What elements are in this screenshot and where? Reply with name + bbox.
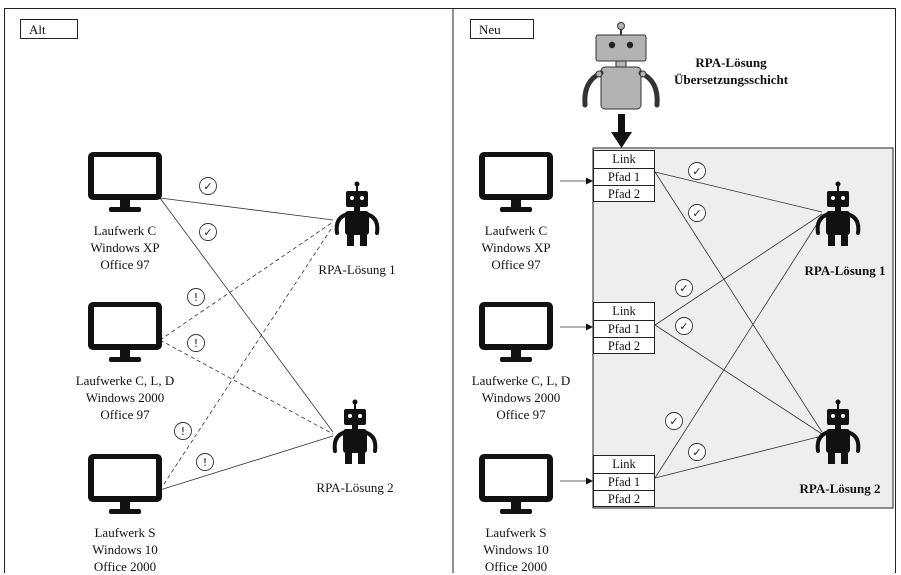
new-rpa-2-label: RPA-Lösung 2: [799, 481, 881, 496]
old-monitor-cld-icon: [88, 302, 162, 362]
new-check-2-icon: ✓: [688, 204, 706, 222]
translation-layer-label: RPA-Lösung Übersetzungsschicht: [673, 55, 789, 87]
translation-arrow-shaft: [618, 114, 625, 134]
new-rpa-1-label: RPA-Lösung 1: [804, 263, 886, 278]
new-panel-tag: Neu: [470, 19, 534, 39]
svg-text:!: !: [181, 425, 185, 438]
old-line-c-rpa1: [159, 197, 334, 221]
outer-frame: [4, 8, 896, 573]
svg-text:✓: ✓: [679, 320, 688, 333]
old-line-s-rpa1: [159, 225, 334, 491]
old-monitor-c-icon: [88, 152, 162, 212]
new-check-6-icon: ✓: [688, 443, 706, 461]
new-check-1-icon: ✓: [688, 162, 706, 180]
old-check-2-icon: ✓: [199, 223, 217, 241]
svg-text:✓: ✓: [203, 226, 212, 239]
old-warn-2-icon: !: [187, 334, 205, 352]
old-computer-c-label: Laufwerk C Windows XP Office 97: [90, 223, 160, 272]
new-line-2-rpa2: [654, 324, 823, 435]
old-line-cld-rpa1: [159, 221, 334, 341]
new-rpa-2-icon: [815, 399, 861, 464]
new-line-3-rpa2: [654, 435, 823, 479]
old-warn-1-icon: !: [187, 288, 205, 306]
new-computer-s-label: Laufwerk S Windows 10 Office 2000: [483, 525, 549, 574]
old-warn-3-icon: !: [174, 422, 192, 440]
arrow-computer-2-head: [586, 323, 593, 331]
old-panel-tag: Alt: [20, 19, 78, 39]
new-monitor-c-icon: [479, 152, 553, 212]
new-monitor-s-icon: [479, 454, 553, 514]
svg-text:✓: ✓: [679, 282, 688, 295]
new-computer-c-label: Laufwerk C Windows XP Office 97: [481, 223, 551, 272]
arrow-computer-1-head: [586, 177, 593, 185]
old-line-c-rpa2: [159, 197, 334, 433]
svg-text:✓: ✓: [692, 207, 701, 220]
old-rpa-1-icon: [334, 181, 380, 246]
translation-robot-icon: [582, 22, 660, 110]
new-monitor-cld-icon: [479, 302, 553, 362]
svg-text:✓: ✓: [203, 180, 212, 193]
arrow-computer-3-head: [586, 477, 593, 485]
new-computer-cld-label: Laufwerke C, L, D Windows 2000 Office 97: [471, 373, 571, 422]
old-rpa-2-icon: [332, 399, 378, 464]
old-line-cld-rpa2: [159, 339, 334, 435]
old-monitor-s-icon: [88, 454, 162, 514]
svg-text:!: !: [194, 337, 198, 350]
svg-text:✓: ✓: [692, 165, 701, 178]
new-check-4-icon: ✓: [675, 317, 693, 335]
svg-text:✓: ✓: [692, 446, 701, 459]
old-computer-s-label: Laufwerk S Windows 10 Office 2000: [92, 525, 158, 574]
old-warn-4-icon: !: [196, 453, 214, 471]
old-computer-cld-label: Laufwerke C, L, D Windows 2000 Office 97: [75, 373, 175, 422]
new-line-2-rpa1: [654, 213, 823, 326]
old-check-1-icon: ✓: [199, 177, 217, 195]
svg-text:✓: ✓: [669, 415, 678, 428]
old-line-s-rpa2: [159, 435, 334, 491]
new-line-3-rpa1: [654, 215, 823, 479]
new-line-1-rpa1: [654, 171, 823, 213]
svg-text:!: !: [194, 291, 198, 304]
new-check-5-icon: ✓: [665, 412, 683, 430]
svg-text:!: !: [203, 456, 207, 469]
translation-arrow-head: [611, 132, 632, 148]
new-check-3-icon: ✓: [675, 279, 693, 297]
new-rpa-1-icon: [815, 181, 861, 246]
old-rpa-2-label: RPA-Lösung 2: [316, 480, 394, 495]
old-rpa-1-label: RPA-Lösung 1: [318, 262, 396, 277]
new-line-1-rpa2: [654, 171, 823, 433]
